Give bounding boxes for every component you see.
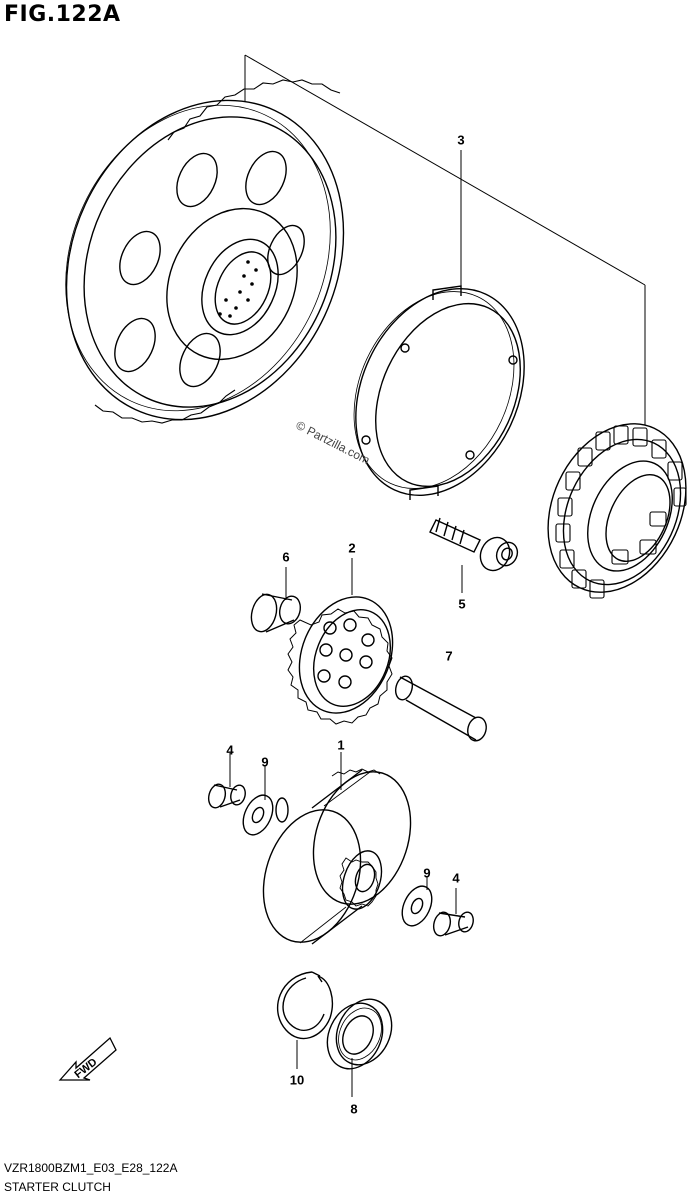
callout-8: 8 bbox=[350, 1101, 358, 1117]
callout-5: 5 bbox=[458, 596, 466, 612]
callout-2: 2 bbox=[348, 540, 356, 556]
callout-4-left: 4 bbox=[226, 742, 234, 758]
callout-6: 6 bbox=[282, 549, 290, 565]
callout-3: 3 bbox=[457, 132, 465, 148]
gear-bolt-holes bbox=[114, 150, 305, 388]
part-6-bushing bbox=[250, 593, 302, 633]
part-4-bushing-right bbox=[432, 911, 474, 937]
callout-1: 1 bbox=[337, 737, 345, 753]
figure-code: VZR1800BZM1_E03_E28_122A bbox=[4, 1161, 178, 1175]
part-10-circlip bbox=[276, 971, 334, 1040]
callout-7: 7 bbox=[445, 648, 453, 664]
callout-10: 10 bbox=[289, 1072, 305, 1088]
part-8-bearing bbox=[326, 998, 393, 1070]
fwd-arrow-icon bbox=[58, 1036, 117, 1081]
part-2-idle-gear bbox=[287, 596, 394, 725]
part-9-washer-right bbox=[401, 885, 433, 927]
callout-9-right: 9 bbox=[423, 865, 431, 881]
part-9-washer-left bbox=[242, 794, 274, 836]
fwd-label: FWD bbox=[72, 1056, 99, 1081]
part-5-bolt bbox=[429, 517, 519, 572]
part-7-shaft bbox=[394, 675, 487, 742]
part-3-guide-plate bbox=[353, 285, 525, 500]
callout-leaders bbox=[229, 150, 463, 1097]
starter-driven-gear bbox=[65, 79, 345, 424]
one-way-clutch bbox=[547, 423, 687, 599]
figure-title: FIG.122A bbox=[4, 2, 121, 27]
figure-caption: STARTER CLUTCH bbox=[4, 1180, 111, 1194]
callout-4-right: 4 bbox=[452, 870, 460, 886]
gear-needle-dots bbox=[218, 260, 258, 318]
part-1-clutch-body bbox=[262, 768, 412, 945]
callout-9-left: 9 bbox=[261, 754, 269, 770]
part-4-bushing-left bbox=[207, 783, 246, 809]
assembly-bracket bbox=[244, 54, 646, 425]
